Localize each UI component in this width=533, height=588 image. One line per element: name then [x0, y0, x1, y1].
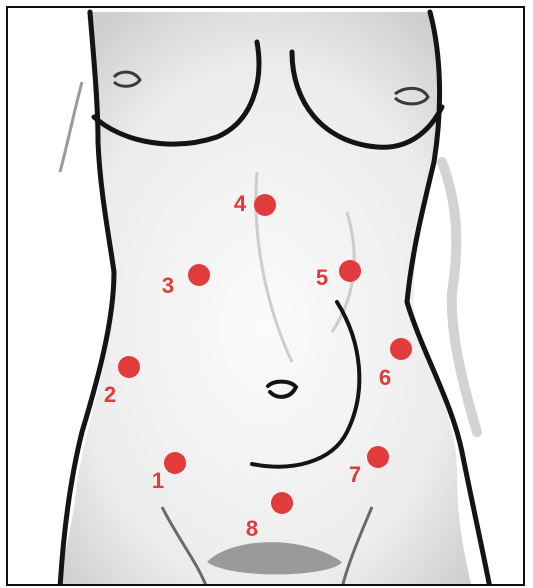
port-marker-dot: [390, 338, 412, 360]
port-number-label: 2: [104, 382, 116, 407]
port-marker-dot: [367, 446, 389, 468]
port-marker-dot: [164, 452, 186, 474]
figure-frame: 1 2 3 4 5 6 7 8: [6, 6, 525, 586]
port-marker-dot: [118, 356, 140, 378]
abdomen-drawing: 1 2 3 4 5 6 7 8: [8, 8, 525, 586]
port-marker-dot: [339, 260, 361, 282]
port-number-label: 8: [246, 516, 258, 541]
port-marker-dot: [254, 194, 276, 216]
port-number-label: 4: [234, 191, 247, 216]
port-number-label: 3: [162, 273, 174, 298]
port-number-label: 5: [316, 265, 328, 290]
left-arm-outline: [60, 82, 82, 172]
port-number-label: 1: [152, 468, 164, 493]
port-number-label: 7: [349, 462, 361, 487]
right-side-shading: [442, 162, 477, 432]
port-marker-dot: [271, 492, 293, 514]
port-number-label: 6: [379, 365, 391, 390]
port-marker-dot: [188, 264, 210, 286]
